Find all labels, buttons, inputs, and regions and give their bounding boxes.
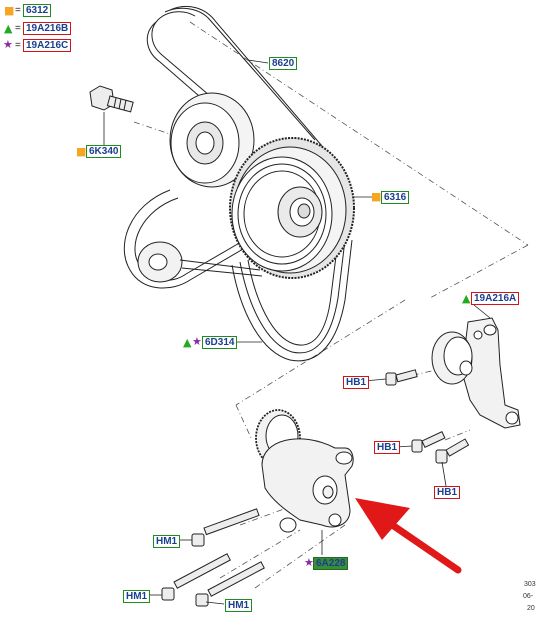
triangle-green-icon: ▲: [4, 22, 13, 35]
legend-equals: =: [15, 5, 21, 16]
callout-hm1-a: HM1: [153, 535, 181, 548]
star-purple-icon: ★: [192, 335, 202, 348]
triangle-green-icon: ▲: [183, 336, 192, 349]
triangle-green-icon: ▲: [462, 292, 471, 305]
callout-hb1-b: HB1: [374, 441, 401, 454]
tensioner-bracket: [431, 317, 521, 429]
bolt-6k340: [89, 85, 134, 113]
guide-lines: [133, 21, 529, 589]
idler-pulley: [169, 92, 255, 188]
callout-6316: 6316: [381, 191, 410, 204]
callout-8620: 8620: [269, 57, 298, 70]
hb1-bolts: [385, 369, 470, 464]
star-purple-icon: ★: [3, 38, 13, 51]
callout-6a228: 6A228: [313, 557, 349, 570]
corner-ref-1: 303: [524, 581, 536, 588]
tensioner-assembly: [255, 409, 354, 533]
callout-6k340: 6K340: [86, 145, 122, 158]
hm1-bolts: [161, 508, 265, 607]
callout-19a216a: 19A216A: [471, 292, 520, 305]
legend-code-19a216c: 19A216C: [23, 39, 72, 52]
square-orange-icon: ■: [371, 190, 382, 203]
corner-ref-3: 20: [527, 605, 535, 612]
legend-equals: =: [15, 40, 21, 51]
legend-code-6312: 6312: [23, 4, 52, 17]
upper-belt: [146, 6, 323, 147]
serpentine-belt-lower: [123, 189, 263, 289]
callout-hm1-c: HM1: [225, 599, 253, 612]
callout-hb1-c: HB1: [434, 486, 461, 499]
serpentine-belt-main: [231, 239, 353, 362]
callout-hm1-b: HM1: [123, 590, 151, 603]
callout-6d314: 6D314: [202, 336, 238, 349]
corner-ref-2: 06-: [523, 593, 534, 600]
square-orange-icon: ■: [4, 4, 15, 17]
leader-lines: [103, 59, 491, 605]
callout-hb1-a: HB1: [343, 376, 370, 389]
crankshaft-pulley: [229, 137, 355, 279]
legend-equals: =: [15, 23, 21, 34]
square-orange-icon: ■: [76, 145, 87, 158]
star-purple-icon: ★: [304, 556, 314, 569]
red-arrow-indicator: [355, 498, 462, 574]
legend-code-19a216b: 19A216B: [23, 22, 72, 35]
